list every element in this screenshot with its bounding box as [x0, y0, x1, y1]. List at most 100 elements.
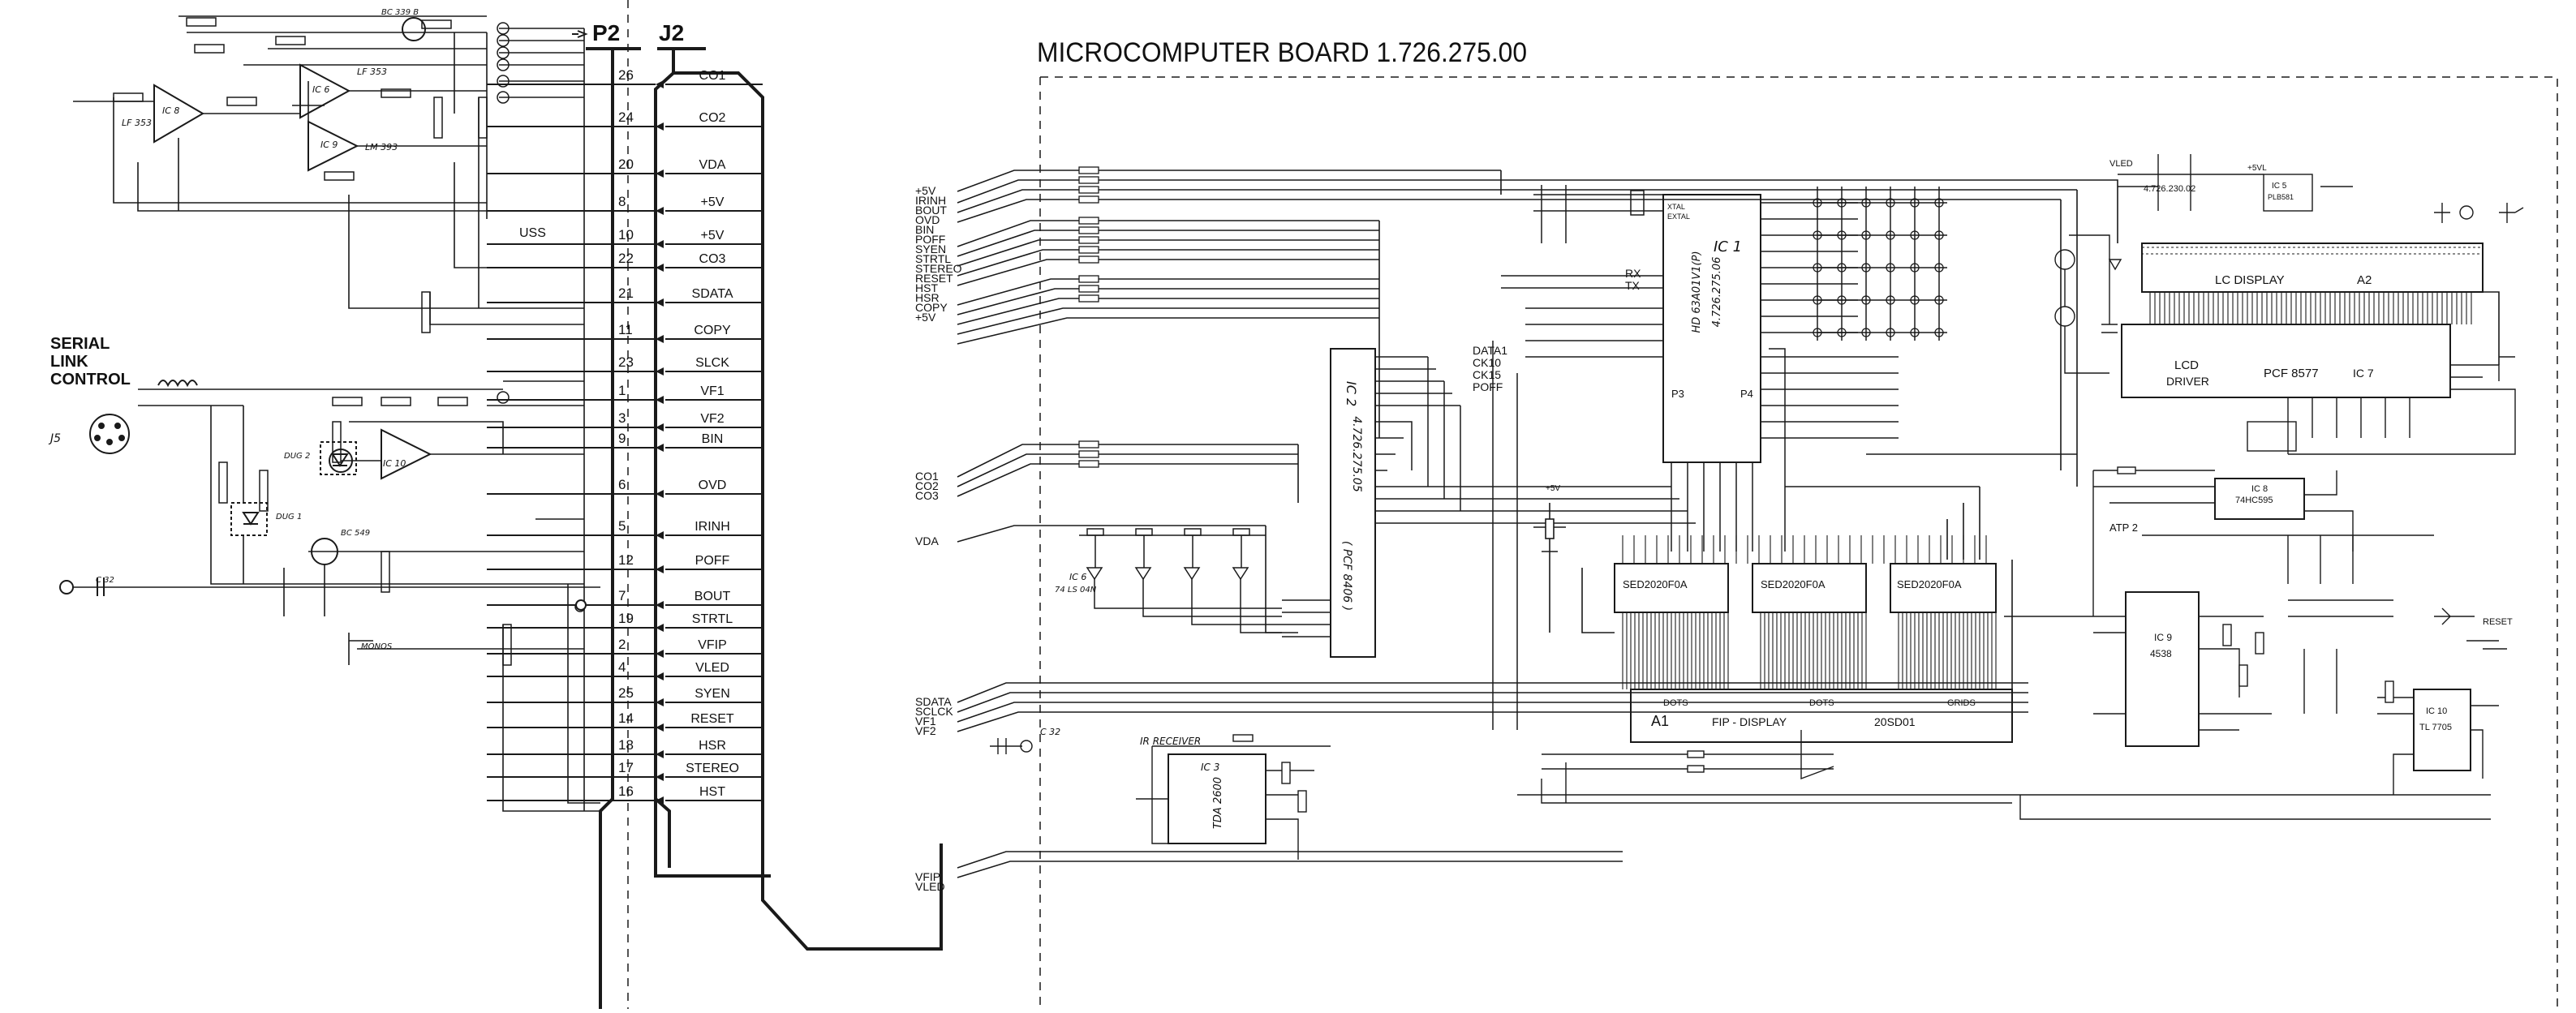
part-bc339: BC 339 B [381, 8, 419, 17]
p2-pin-number: 2 [618, 637, 626, 652]
lcd-driver-wiring [2247, 364, 2516, 455]
p2-pin-number: 20 [618, 157, 634, 172]
board-input-top: RESET [915, 272, 953, 285]
lcd-driver-line1: LCD [2174, 358, 2199, 372]
board-input-low: VF1 [915, 715, 936, 728]
j2-pin-name: CO1 [699, 69, 726, 83]
matrix-switch [1886, 263, 1895, 273]
part-ic8: IC 8 [162, 105, 179, 116]
board-input-top: SYEN [915, 243, 946, 255]
ic6-label: IC 6 [1069, 572, 1086, 582]
j2-pin-name: COPY [694, 324, 731, 337]
connector-pin-row: 3 VF2 [487, 410, 763, 431]
uc-signal-ck15: CK15 [1473, 368, 1501, 381]
connector-pin-row: 8 +5V [487, 194, 763, 215]
j2-housing [654, 50, 675, 868]
part-dug1: DUG 1 [276, 513, 302, 522]
board-input-mid: CO1 [915, 470, 939, 483]
serial-link-title-3: CONTROL [50, 371, 131, 388]
connector-outlines [599, 50, 943, 1009]
lcd-driver-ic: IC 7 [2353, 367, 2374, 380]
p2-pin-number: 1 [618, 383, 626, 398]
ic6-inverters [1079, 528, 1282, 633]
connector-pin-row: 7 BOUT [487, 588, 763, 609]
p2-housing [599, 50, 614, 1009]
board-input-top: BOUT [915, 204, 947, 217]
p2-pin-number: 8 [618, 194, 626, 209]
jack-label: J5 [48, 432, 61, 445]
fip-bus [1622, 535, 1997, 689]
c32-label: C 32 [1040, 727, 1060, 737]
board-input-low: VF2 [915, 724, 936, 737]
vled-label: VLED [2109, 159, 2133, 169]
board-input-top: HST [915, 281, 938, 294]
matrix-switch [1910, 263, 1920, 273]
led-num: 4.726.230.02 [2144, 184, 2195, 194]
ic10-label: IC 10 [2426, 706, 2447, 716]
matrix-switch [1837, 295, 1847, 305]
j2-pin-name: BIN [702, 432, 724, 446]
fip-driver-2: SED2020F0A [1752, 563, 1867, 613]
ic2-chip: IC 2 4.726.275.05 ( PCF 8406 ) [1330, 348, 1376, 658]
j2-pin-name: CO3 [699, 252, 726, 266]
ic2-label: IC 2 [1344, 381, 1359, 406]
input-resistors [1078, 166, 1099, 468]
ic5-part: PLB581 [2268, 193, 2294, 201]
j2-pin-name: HST [699, 785, 725, 799]
board-input-bottom: VLED [915, 880, 945, 893]
board-frame [1039, 76, 2558, 1009]
j2-pin-name: BOUT [695, 590, 731, 603]
matrix-switch [1861, 263, 1871, 273]
ic2-num: 4.726.275.05 [1350, 416, 1363, 492]
p2-pin-number: 14 [618, 710, 634, 726]
board-input-bottom: VFIP [915, 870, 940, 883]
j2-pin-name: VLED [695, 661, 729, 675]
ic1-pin-extal: EXTAL [1667, 212, 1690, 221]
j2-pin-name: VF2 [700, 412, 724, 426]
p2-pin-number: 7 [618, 588, 626, 603]
wire-numbers [497, 22, 586, 612]
p2-pin-number: 3 [618, 410, 626, 426]
reset-label: RESET [2483, 617, 2513, 627]
part-ic10: IC 10 [383, 458, 406, 469]
fip-label: FIP - DISPLAY [1712, 715, 1787, 728]
lc-display: LC DISPLAY A2 [2141, 243, 2484, 293]
ic8-part: 74HC595 [2235, 496, 2273, 505]
fip-filament-wiring [1541, 730, 2012, 804]
connector-pin-row: 10+5V [487, 227, 763, 248]
fip-driver-2-label: SED2020F0A [1761, 578, 1826, 590]
fip-section-grids: GRIDS [1947, 698, 1976, 708]
left-panel [59, 0, 629, 1009]
led-area [2054, 154, 2524, 374]
fip-driver-3: SED2020F0A [1890, 563, 1997, 613]
p2-pin-number: 6 [618, 477, 626, 492]
p2-pin-number: 19 [618, 611, 634, 626]
ic8-label: IC 8 [2251, 484, 2268, 494]
matrix-switch [1934, 230, 1944, 240]
lcd-driver-part: PCF 8577 [2264, 367, 2319, 380]
ic2-wiring [1282, 356, 1696, 637]
j2-pin-name: +5V [701, 229, 725, 243]
board-input-top: +5V [915, 311, 936, 324]
j2-pin-name: VF1 [700, 384, 724, 398]
opamp-ic8 [153, 84, 204, 144]
board-title: MICROCOMPUTER BOARD 1.726.275.00 [1037, 37, 1527, 68]
connector-pin-row: 1 VF1 [487, 383, 763, 404]
matrix-switch [1813, 328, 1822, 337]
j2-pin-name: VDA [699, 158, 726, 172]
ic9-monostable: IC 9 4538 [2125, 591, 2200, 747]
j2-pin-name: POFF [695, 554, 730, 568]
j2-pin-name: +5V [701, 195, 725, 209]
ic9-label: IC 9 [2154, 632, 2172, 643]
ir-receiver-block: IC 3 TDA 2600 IR RECEIVER [1140, 736, 1266, 844]
matrix-switch [1813, 295, 1822, 305]
